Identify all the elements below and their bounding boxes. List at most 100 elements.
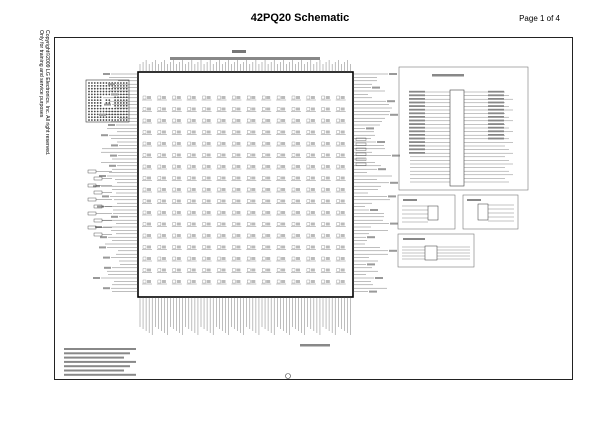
ic-pin-box bbox=[291, 95, 296, 100]
ic-pin-label bbox=[340, 130, 345, 134]
ic-pin-box bbox=[336, 164, 340, 169]
ic-pin-label bbox=[281, 245, 286, 249]
right-panel-label bbox=[409, 94, 425, 97]
ic-pin-box bbox=[142, 118, 147, 123]
bga-ball bbox=[88, 116, 90, 119]
right-net-label bbox=[366, 127, 374, 130]
ic-pin-box bbox=[217, 245, 221, 249]
ic-pin-label bbox=[251, 234, 256, 237]
ic-pin-label bbox=[310, 188, 315, 191]
ic-pin-box bbox=[291, 118, 296, 123]
ic-pin-label bbox=[325, 268, 330, 272]
bga-ball bbox=[105, 93, 108, 96]
bga-ball bbox=[120, 87, 122, 90]
ic-pin-label bbox=[161, 211, 166, 214]
ic-pin-box bbox=[187, 187, 191, 192]
ic-pin-box bbox=[172, 256, 176, 261]
ic-pin-label bbox=[161, 257, 166, 260]
bga-ball bbox=[108, 90, 111, 93]
right-panel-label-right bbox=[488, 130, 504, 133]
ic-pin-label bbox=[310, 234, 315, 237]
ic-pin-box bbox=[232, 199, 236, 203]
ic-pin-label bbox=[161, 280, 166, 283]
bga-ball bbox=[105, 119, 108, 121]
bga-ball bbox=[99, 107, 102, 110]
ic-pin-box bbox=[306, 187, 311, 192]
ic-pin-label bbox=[221, 176, 226, 180]
bga-ball bbox=[93, 82, 96, 84]
ic-pin-label bbox=[236, 153, 241, 157]
right-net-label bbox=[392, 154, 400, 157]
bga-ball bbox=[108, 102, 111, 104]
ic-pin-box bbox=[276, 141, 281, 146]
ic-pin-box bbox=[232, 222, 236, 226]
ic-pin-box bbox=[276, 176, 281, 180]
bga-ball bbox=[91, 102, 93, 104]
right-net-label bbox=[390, 222, 398, 225]
bga-ball bbox=[122, 87, 125, 90]
ic-pin-label bbox=[206, 257, 211, 260]
right-panel-label-right bbox=[488, 101, 504, 104]
ic-pin-label bbox=[147, 153, 151, 157]
bga-ball bbox=[117, 102, 119, 104]
bga-ball bbox=[120, 99, 122, 101]
ic-pin-label bbox=[340, 165, 345, 168]
ic-pin-box bbox=[142, 107, 147, 111]
bga-ball bbox=[88, 102, 90, 104]
ic-pin-box bbox=[306, 95, 311, 100]
right-panel-label-right bbox=[488, 126, 504, 129]
ic-pin-label bbox=[266, 280, 271, 283]
ic-pin-label bbox=[221, 222, 226, 226]
ic-pin-label bbox=[251, 268, 256, 272]
ic-pin-box bbox=[262, 279, 266, 284]
left-net-label bbox=[108, 124, 115, 126]
ic-pin-label bbox=[176, 142, 181, 145]
ic-pin-label bbox=[310, 280, 315, 283]
ic-pin-box bbox=[247, 176, 251, 180]
ic-pin-label bbox=[325, 222, 330, 226]
right-panel-label-right bbox=[488, 112, 504, 115]
bga-ball bbox=[88, 99, 90, 101]
ic-pin-box bbox=[336, 222, 340, 226]
ic-pin-box bbox=[321, 141, 325, 146]
right-panel-label bbox=[409, 105, 425, 107]
right-passive bbox=[355, 152, 367, 156]
ic-pin-box bbox=[247, 153, 251, 157]
bga-ball bbox=[125, 116, 128, 119]
bga-ball bbox=[91, 82, 93, 84]
ic-pin-label bbox=[206, 153, 211, 157]
circuit-c-chip bbox=[424, 245, 438, 261]
bga-ball bbox=[99, 116, 102, 119]
ic-pin-label bbox=[206, 176, 211, 180]
ic-pin-label bbox=[325, 153, 330, 157]
ic-pin-label bbox=[310, 257, 315, 260]
ic-pin-label bbox=[221, 211, 226, 214]
notes-text-line bbox=[64, 369, 124, 372]
ic-pin-label bbox=[310, 222, 315, 226]
bga-ball bbox=[117, 82, 119, 84]
bga-ball bbox=[88, 84, 90, 87]
circuit-box-c bbox=[397, 233, 475, 268]
ic-pin-label bbox=[236, 96, 241, 99]
ic-pin-box bbox=[202, 130, 206, 134]
ic-pin-box bbox=[336, 187, 340, 192]
ic-pin-box bbox=[172, 210, 176, 215]
bga-ball bbox=[91, 84, 93, 87]
ic-pin-box bbox=[306, 164, 311, 169]
ic-pin-label bbox=[340, 257, 345, 260]
bga-ball bbox=[93, 84, 96, 87]
bga-ball bbox=[96, 110, 99, 113]
ic-pin-box bbox=[336, 141, 340, 146]
bga-ball bbox=[120, 116, 122, 119]
ic-pin-label bbox=[325, 107, 330, 111]
ic-pin-box bbox=[157, 199, 162, 203]
ic-pin-box bbox=[262, 256, 266, 261]
ic-pin-box bbox=[306, 233, 311, 238]
bga-package-outline bbox=[85, 79, 130, 123]
ic-pin-box bbox=[232, 245, 236, 249]
ic-pin-label bbox=[281, 153, 286, 157]
left-net-label bbox=[108, 83, 115, 86]
ic-pin-label bbox=[251, 245, 256, 249]
circuit-a-label bbox=[403, 199, 417, 201]
left-net-label bbox=[111, 144, 118, 147]
